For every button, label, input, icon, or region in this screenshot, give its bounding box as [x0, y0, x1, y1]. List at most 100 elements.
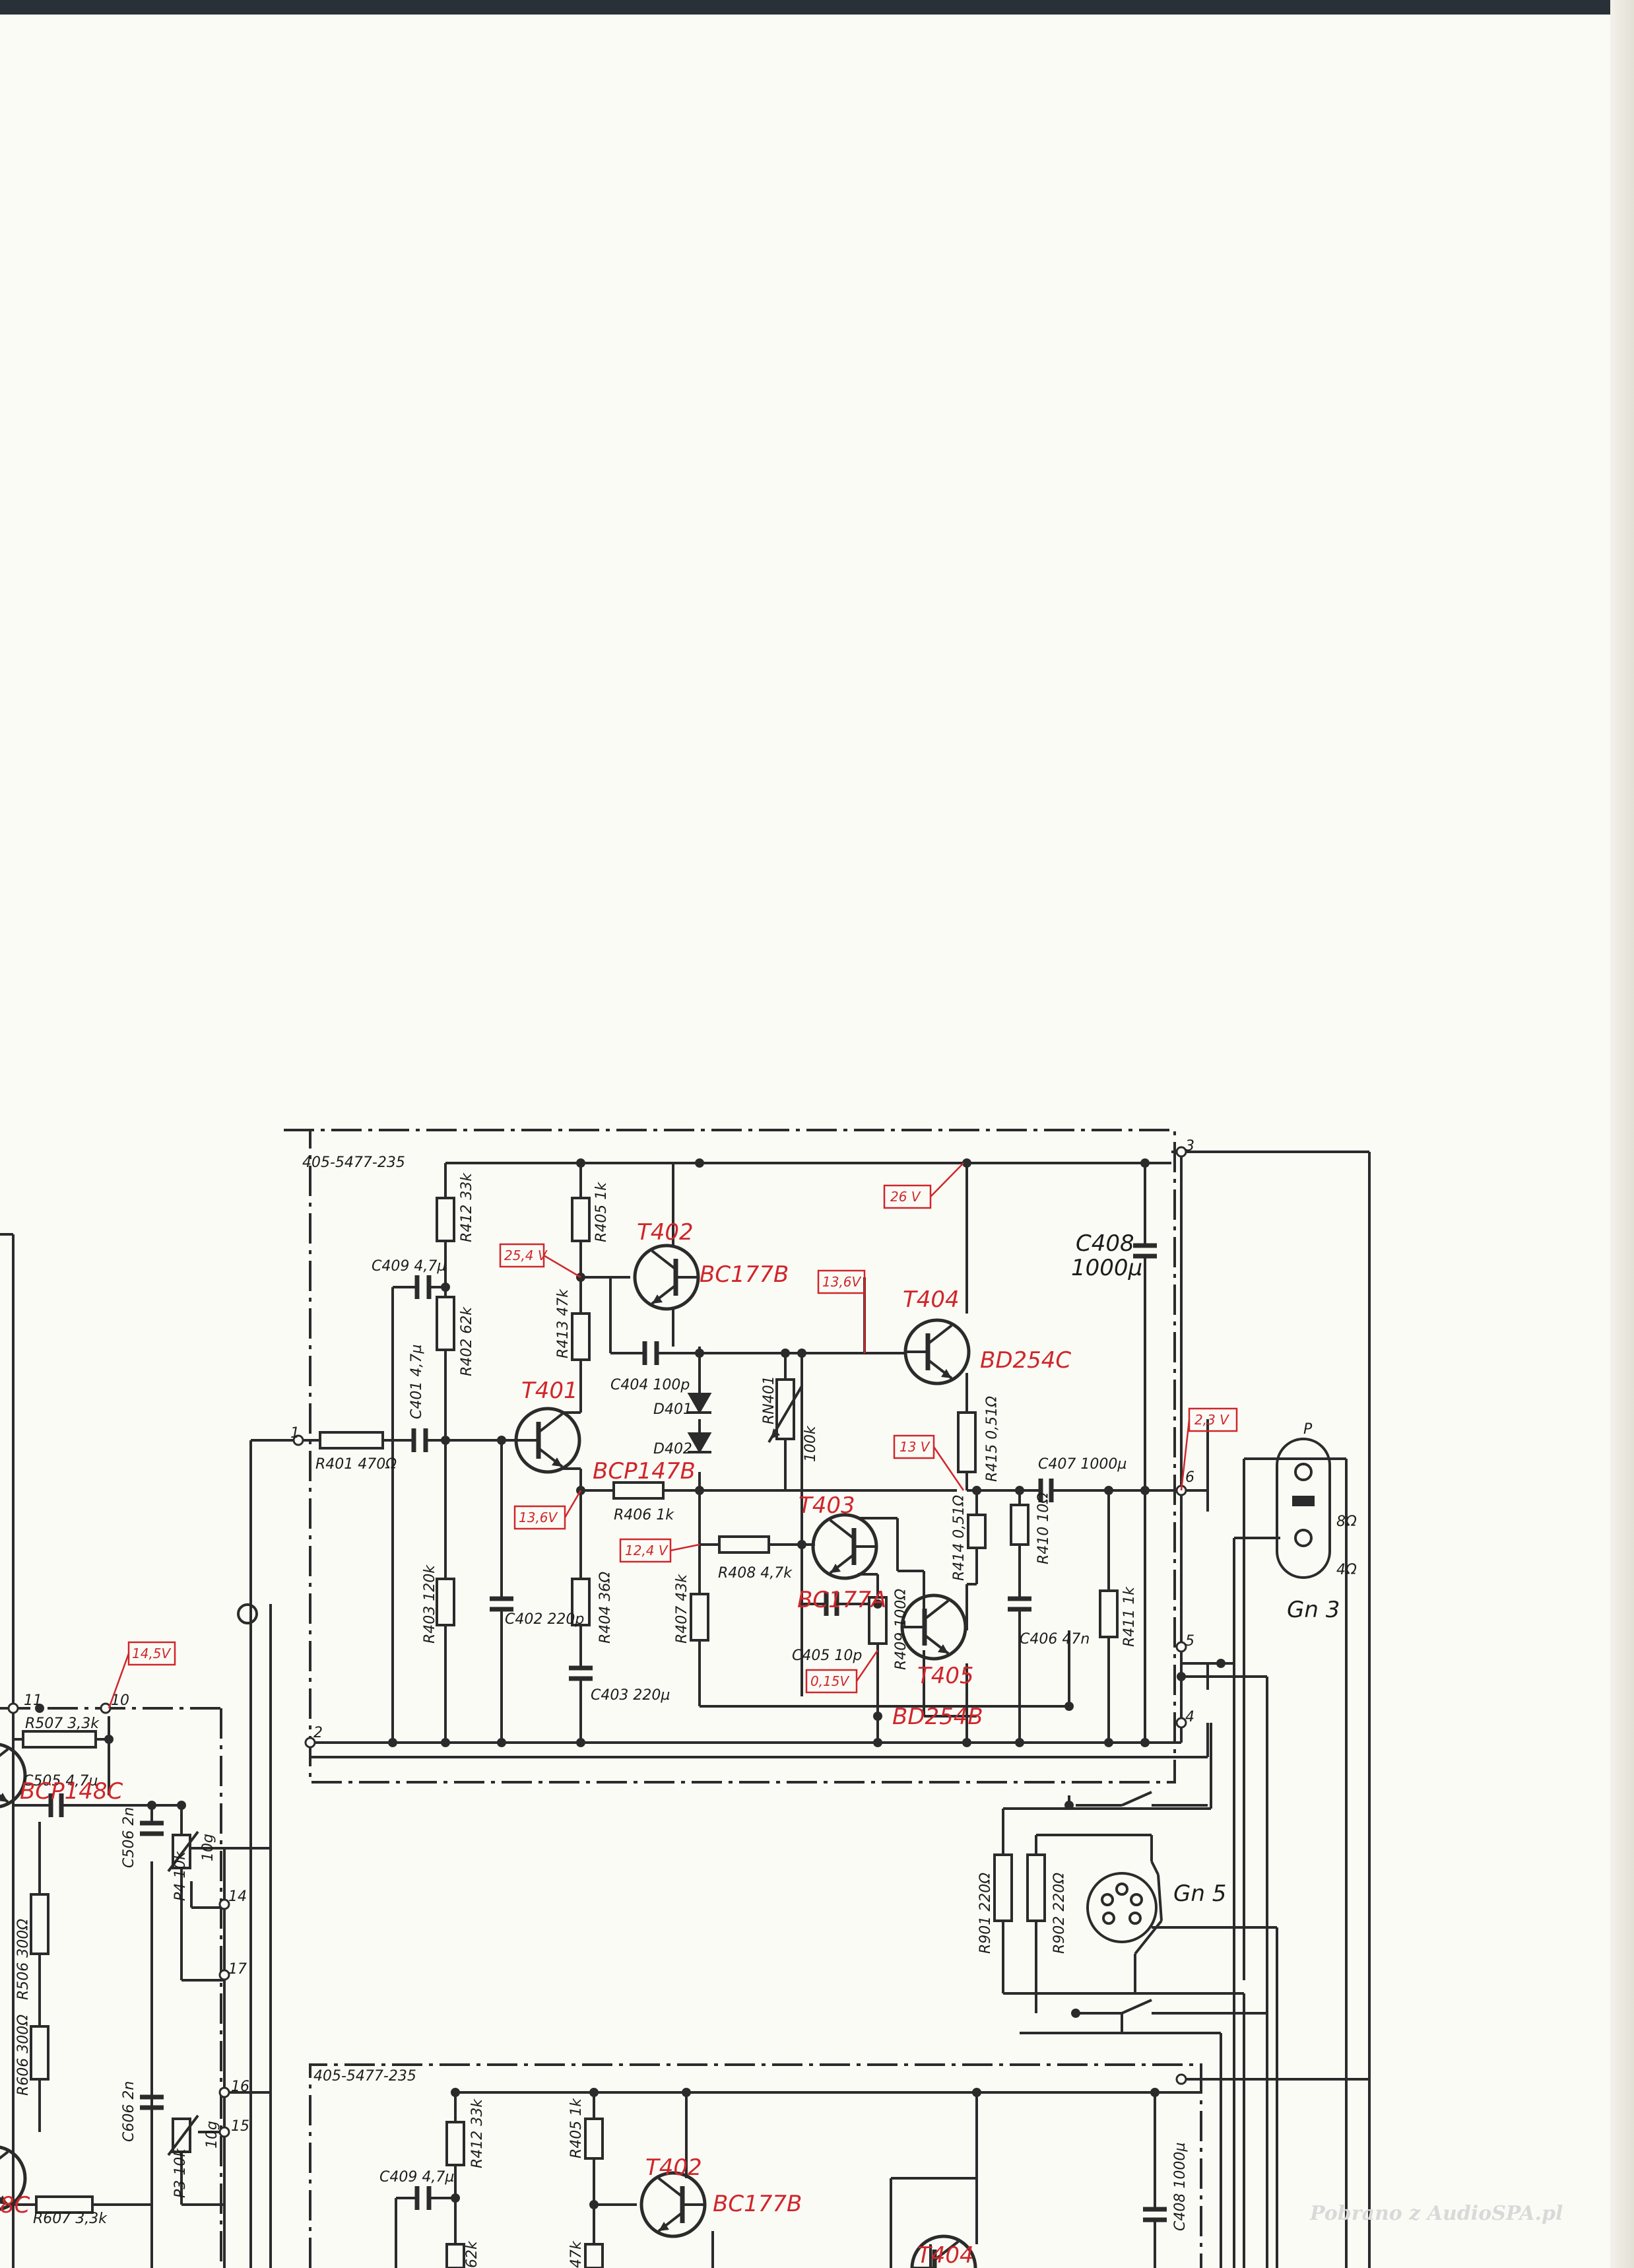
label-r415: R415 0,51Ω [984, 1396, 1000, 1482]
label-r410: R410 10Ω [1035, 1492, 1052, 1564]
label-c505: C505 4,7µ [23, 1773, 98, 1789]
junctions [35, 1158, 1226, 2209]
voltage-annotations [108, 1162, 1238, 1709]
resistor-r412-b [445, 2121, 465, 2166]
label-r405-b: R405 1k [568, 2098, 585, 2158]
component-labels: 405-5477-235 405-5477-235 1 2 3 4 5 6 10… [15, 1138, 1194, 2268]
voltage-26v: 26 V [890, 1189, 921, 1205]
connector-16: 16 [231, 2079, 249, 2095]
resistor-r411 [1099, 1589, 1119, 1638]
connector-11: 11 [24, 1692, 42, 1709]
voltage-13-6v: 13,6V [519, 1510, 558, 1525]
resistor-r405 [571, 1197, 591, 1242]
label-d401: D401 [653, 1401, 692, 1418]
voltage-14-5v: 14,5V [132, 1646, 172, 1661]
label-r414: R414 0,51Ω [951, 1495, 967, 1581]
label-left-partial: 8C [0, 2192, 30, 2218]
voltage-25-4v: 25,4 V [504, 1248, 548, 1263]
voltage-2-3v: 2,3 V [1194, 1412, 1229, 1428]
resistor-r506 [30, 1893, 49, 1955]
label-t402-b-type: BC177B [713, 2191, 802, 2217]
label-gn3: Gn 3 [1287, 1597, 1340, 1623]
resistor-r607 [35, 2195, 94, 2214]
transistor-t405 [902, 1595, 965, 1659]
label-r409: R409 100Ω [893, 1589, 909, 1670]
din-socket-gn5 [1086, 1872, 1158, 1943]
label-r408: R408 4,7k [718, 1565, 793, 1582]
connector-15: 15 [231, 2118, 249, 2135]
label-r404: R404 36Ω [597, 1572, 614, 1644]
label-c506: C506 2n [121, 1807, 137, 1868]
resistor-r401 [319, 1431, 384, 1450]
label-r901: R901 220Ω [977, 1873, 994, 1954]
transistor-t402-b [641, 2173, 705, 2236]
label-log-bottom: 10g [204, 2121, 220, 2149]
resistor-r414 [967, 1514, 987, 1549]
board-id-bottom: 405-5477-235 [313, 2068, 416, 2085]
voltage-0-15v: 0,15V [810, 1673, 850, 1689]
label-r406: R406 1k [614, 1507, 674, 1523]
resistor-r413 [571, 1312, 591, 1361]
label-p4: P4 10k [172, 1851, 189, 1901]
label-r507: R507 3,3k [25, 1716, 100, 1732]
transistor-labels: T401 BCP147B T402 BC177B T403 BC177A T40… [20, 1219, 1071, 2268]
resistor-r412 [436, 1197, 455, 1242]
diode-d402 [687, 1432, 712, 1454]
label-rn401: RN401 [761, 1376, 777, 1424]
connector-5: 5 [1185, 1633, 1194, 1650]
resistor-r413-b [584, 2243, 604, 2268]
resistor-r402 [436, 1296, 455, 1351]
transistor-t403 [813, 1515, 876, 1578]
connector-17: 17 [228, 1961, 247, 1978]
connector-14: 14 [228, 1888, 247, 1905]
resistor-r408 [718, 1535, 770, 1554]
label-t402-b: T402 [645, 2154, 702, 2181]
label-t403: T403 [799, 1492, 855, 1519]
resistor-r415 [957, 1411, 977, 1473]
resistor-r406 [612, 1481, 665, 1500]
wiring [0, 1129, 1371, 2268]
label-r401: R401 470Ω [315, 1456, 397, 1473]
label-t405: T405 [917, 1663, 974, 1689]
resistor-r902 [1026, 1853, 1046, 1922]
scan-top-edge [0, 0, 1634, 15]
label-t401: T401 [521, 1378, 578, 1404]
label-r402: R402 62k [459, 1306, 475, 1376]
voltage-values: 26 V 25,4 V 13,6V 13 V 2,3 V 13,6V 12,4 … [132, 1189, 1229, 1689]
resistor-r402-b [445, 2243, 465, 2268]
connector-2: 2 [313, 1725, 323, 1741]
label-t402: T402 [637, 1219, 694, 1246]
label-r607: R607 3,3k [33, 2211, 108, 2227]
label-c405: C405 10p [792, 1648, 862, 1664]
resistors [22, 1197, 1119, 2268]
transistor-t402 [635, 1246, 698, 1309]
label-r606: R606 300Ω [15, 2015, 32, 2096]
speaker-labels: P 8Ω 4Ω Gn 3 Gn 5 [1173, 1421, 1357, 1907]
voltage-12-4v: 12,4 V [625, 1543, 669, 1558]
label-r407: R407 43k [674, 1574, 690, 1644]
label-d402: D402 [653, 1441, 692, 1457]
page-right-edge [1610, 0, 1634, 2268]
diode-d401 [687, 1393, 712, 1415]
resistor-r404 [571, 1578, 591, 1626]
label-c401: C401 4,7µ [408, 1345, 425, 1419]
label-c407: C407 1000µ [1038, 1456, 1127, 1473]
watermark: Pobrano z AudioSPA.pl [1310, 2202, 1563, 2225]
transistor-t404 [905, 1320, 969, 1384]
label-c402: C402 220p [505, 1611, 584, 1628]
label-r405: R405 1k [593, 1182, 610, 1242]
label-c409: C409 4,7µ [372, 1258, 446, 1275]
connector-1: 1 [290, 1425, 300, 1442]
label-t401-type: BCP147B [593, 1458, 696, 1484]
label-r402-b: 62k [464, 2240, 480, 2268]
label-t404-b: T404 [917, 2242, 974, 2268]
resistor-r403 [436, 1578, 455, 1626]
test-point [237, 1603, 258, 1624]
label-left-transistor-type: BCP148C [20, 1778, 123, 1805]
diodes [687, 1393, 712, 1454]
label-r411: R411 1k [1121, 1586, 1138, 1647]
label-t403-type: BC177A [797, 1587, 886, 1613]
label-t405-type: BD254B [892, 1704, 983, 1730]
label-t404-type: BD254C [980, 1347, 1071, 1374]
label-p3: P3 10k [172, 2148, 189, 2198]
